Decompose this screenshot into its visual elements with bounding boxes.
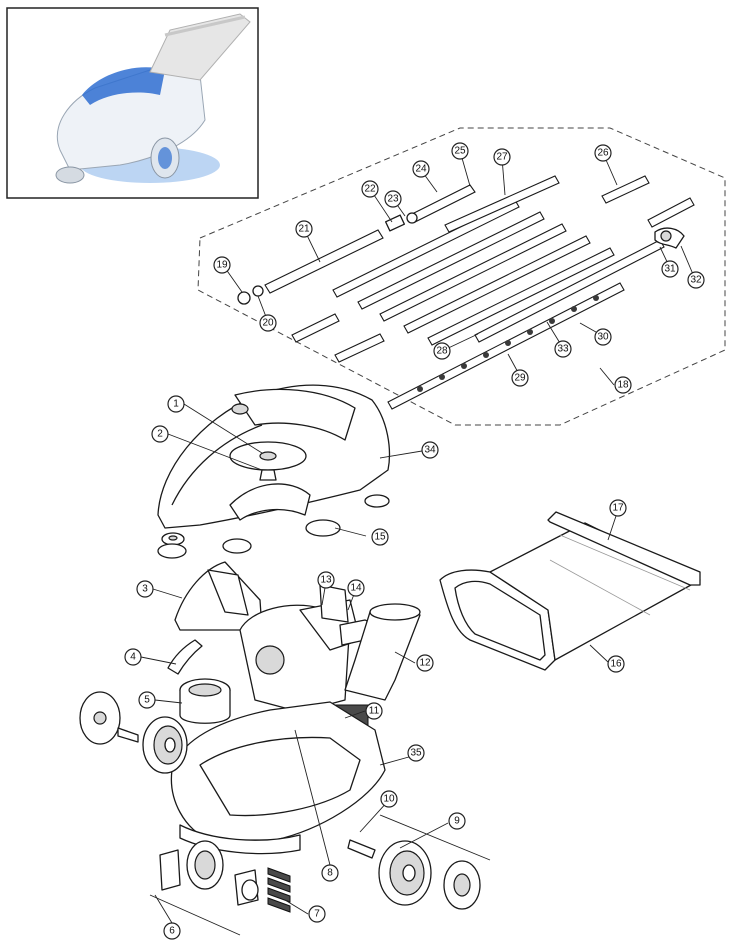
foot-pads (157, 494, 390, 559)
svg-text:34: 34 (424, 445, 436, 456)
hose-26 (601, 175, 650, 204)
svg-text:32: 32 (690, 275, 702, 286)
svg-text:7: 7 (314, 909, 320, 920)
svg-text:1: 1 (173, 399, 179, 410)
springs-7 (267, 867, 291, 913)
callout-5: 5 (138, 691, 156, 709)
callout-34: 34 (421, 441, 439, 459)
hose-21 (264, 229, 384, 294)
svg-text:23: 23 (387, 194, 399, 205)
svg-text:17: 17 (612, 503, 624, 514)
wheel-hub-right (443, 860, 481, 910)
callout-17: 17 (609, 499, 627, 517)
svg-text:26: 26 (597, 148, 609, 159)
callout-22: 22 (361, 180, 379, 198)
svg-text:33: 33 (557, 344, 569, 355)
main-body (170, 701, 386, 855)
top-cover (157, 384, 391, 529)
svg-text:29: 29 (514, 373, 526, 384)
svg-text:27: 27 (496, 152, 508, 163)
callout-13: 13 (317, 571, 335, 589)
callout-33: 33 (554, 340, 572, 358)
callout-23: 23 (384, 190, 402, 208)
svg-text:22: 22 (364, 184, 376, 195)
svg-text:13: 13 (320, 575, 332, 586)
svg-text:9: 9 (454, 816, 460, 827)
callout-20: 20 (259, 314, 277, 332)
callout-29: 29 (511, 369, 529, 387)
svg-text:8: 8 (327, 868, 333, 879)
svg-text:2: 2 (157, 429, 163, 440)
svg-text:28: 28 (436, 346, 448, 357)
callout-1: 1 (167, 395, 185, 413)
callout-25: 25 (451, 142, 469, 160)
head-assembly (174, 561, 263, 631)
hose-segments (332, 175, 615, 346)
outlet-tube-12 (344, 603, 421, 701)
svg-text:25: 25 (454, 146, 466, 157)
svg-text:31: 31 (664, 264, 676, 275)
callout-18: 18 (614, 376, 632, 394)
svg-text:20: 20 (262, 318, 274, 329)
svg-text:4: 4 (130, 652, 136, 663)
callout-4: 4 (124, 648, 142, 666)
callout-11: 11 (365, 702, 383, 720)
callout-10: 10 (380, 790, 398, 808)
svg-text:11: 11 (369, 706, 380, 717)
callout-3: 3 (136, 580, 154, 598)
callout-27: 27 (493, 148, 511, 166)
svg-text:24: 24 (415, 164, 427, 175)
wheel-hub-left (79, 691, 139, 745)
callout-28: 28 (433, 342, 451, 360)
callout-30: 30 (594, 328, 612, 346)
callout-12: 12 (416, 654, 434, 672)
callout-21: 21 (295, 220, 313, 238)
callout-14: 14 (347, 579, 365, 597)
svg-text:30: 30 (597, 332, 609, 343)
svg-text:16: 16 (610, 659, 622, 670)
svg-text:21: 21 (298, 224, 310, 235)
svg-text:14: 14 (350, 583, 362, 594)
callouts: 1 2 3 4 5 6 7 8 9 10 11 12 13 14 15 16 1… (124, 142, 705, 940)
svg-text:35: 35 (410, 748, 422, 759)
callout-2: 2 (151, 425, 169, 443)
callout-7: 7 (308, 905, 326, 923)
debris-bag (439, 511, 701, 671)
callout-32: 32 (687, 271, 705, 289)
hose-kit-boundary (197, 127, 726, 426)
rear-wheel-right (347, 839, 432, 906)
svg-text:15: 15 (374, 532, 386, 543)
svg-text:12: 12 (419, 658, 431, 669)
svg-text:10: 10 (383, 794, 395, 805)
front-wheel-left (142, 716, 188, 774)
rear-wheel-left (159, 840, 259, 906)
callout-16: 16 (607, 655, 625, 673)
svg-text:18: 18 (617, 380, 629, 391)
callout-26: 26 (594, 144, 612, 162)
callout-19: 19 (213, 256, 231, 274)
turbine-5 (179, 678, 231, 724)
svg-text:5: 5 (144, 695, 150, 706)
product-photo (6, 7, 259, 199)
callout-31: 31 (661, 260, 679, 278)
callout-6: 6 (163, 922, 181, 940)
svg-text:19: 19 (216, 260, 228, 271)
callout-24: 24 (412, 160, 430, 178)
callout-9: 9 (448, 812, 466, 830)
valve-assembly (239, 584, 371, 713)
sweep-hose (387, 282, 625, 410)
hose-30 (474, 239, 665, 343)
hose-elbow-4 (167, 639, 203, 675)
svg-text:3: 3 (142, 584, 148, 595)
callout-8: 8 (321, 864, 339, 882)
callout-35: 35 (407, 744, 425, 762)
callout-15: 15 (371, 528, 389, 546)
svg-text:6: 6 (169, 926, 175, 937)
